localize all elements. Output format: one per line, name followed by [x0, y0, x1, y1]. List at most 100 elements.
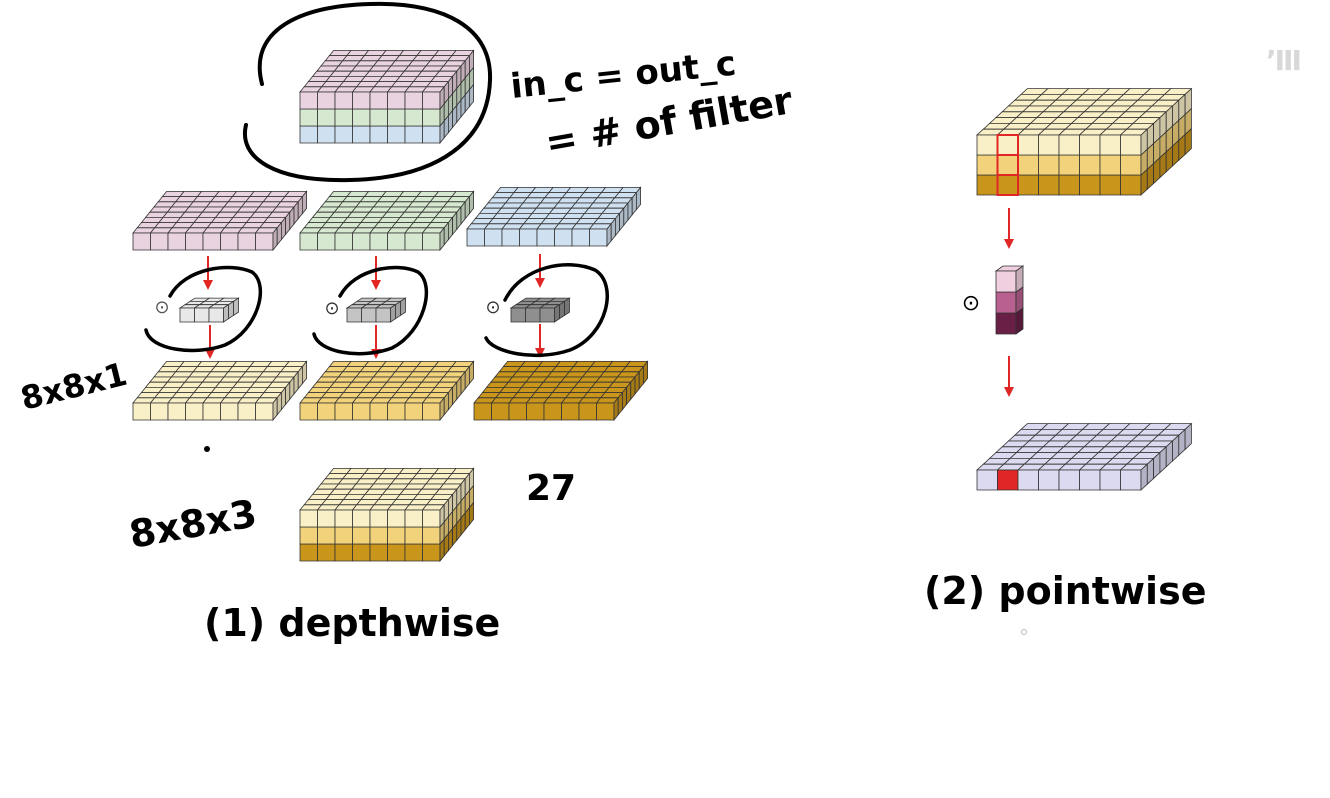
front-cell: [387, 125, 406, 144]
dot-mark: [204, 446, 210, 452]
front-cell: [167, 402, 186, 421]
front-cell: [299, 125, 318, 144]
side-cell: [228, 300, 234, 320]
front-cell: [255, 402, 274, 421]
small-dot-mark: [1021, 629, 1027, 635]
front-cell: [387, 402, 406, 421]
front-cell: [220, 232, 239, 251]
front-cell: [387, 91, 406, 110]
side-cell: [301, 360, 308, 385]
front-cell: [369, 543, 388, 562]
front-cell: [317, 543, 336, 562]
pointwise-filter-1x1x3: [994, 265, 1025, 335]
front-cell: [571, 228, 590, 247]
operator-symbol-1: ⊙: [154, 297, 169, 318]
front-cell: [194, 307, 210, 323]
front-cell: [1017, 134, 1039, 156]
side-cell: [559, 300, 565, 320]
side-cell: [468, 190, 475, 215]
front-cell: [539, 307, 555, 323]
elementwise-operators: ⊙ ⊙ ⊙ ⊙: [154, 291, 980, 319]
front-cell: [202, 402, 221, 421]
front-cell: [375, 307, 391, 323]
single-map-size-note: 8x8x1: [17, 355, 131, 418]
front-cell: [299, 543, 318, 562]
front-cell: [132, 402, 151, 421]
front-cell: [334, 232, 353, 251]
side-cell: [468, 49, 475, 74]
front-cell: [1079, 469, 1101, 491]
front-cell: [484, 228, 503, 247]
depthwise-output-stack: [299, 467, 475, 563]
front-cell: [1038, 134, 1060, 156]
front-cell: [1099, 469, 1121, 491]
side-cell: [636, 186, 641, 211]
operator-symbol-3: ⊙: [485, 297, 500, 318]
front-cell: [1120, 134, 1142, 156]
front-cell: [299, 526, 318, 545]
front-cell: [317, 402, 336, 421]
front-cell: [369, 108, 388, 127]
front-cell: [220, 402, 239, 421]
front-cell: [334, 402, 353, 421]
count-note: 27: [526, 468, 576, 509]
front-cell: [387, 543, 406, 562]
front-cell: [422, 108, 441, 127]
front-cell: [404, 509, 423, 528]
front-cell: [1120, 469, 1142, 491]
front-cell: [202, 232, 221, 251]
input-tensor-stack: [299, 49, 475, 145]
front-cell: [995, 270, 1017, 293]
front-cell: [1017, 174, 1039, 196]
side-cell: [233, 297, 239, 317]
depthwise-label: (1) depthwise: [204, 601, 500, 645]
front-cell: [519, 228, 538, 247]
depthwise-output-plane-3: [473, 360, 649, 422]
front-cell: [404, 402, 423, 421]
front-cell: [466, 228, 485, 247]
front-cell: [589, 228, 608, 247]
depthwise-output-plane-2: [299, 360, 475, 422]
front-cell: [361, 307, 377, 323]
front-cell: [422, 543, 441, 562]
front-cell: [352, 108, 371, 127]
front-cell: [150, 402, 169, 421]
stacked-size-note: 8x8x3: [126, 491, 260, 557]
front-cell: [150, 232, 169, 251]
front-cell: [422, 125, 441, 144]
front-cell: [422, 526, 441, 545]
front-cell: [997, 174, 1019, 196]
front-cell: [237, 402, 256, 421]
front-cell: [404, 543, 423, 562]
channel-plane-2: [299, 190, 475, 252]
front-cell: [422, 232, 441, 251]
operator-symbol-2: ⊙: [324, 298, 339, 319]
front-cell: [995, 312, 1017, 335]
front-cell: [1058, 154, 1080, 176]
front-cell: [404, 91, 423, 110]
front-cell: [334, 91, 353, 110]
front-cell: [422, 91, 441, 110]
front-cell: [1058, 134, 1080, 156]
front-cell: [561, 402, 580, 421]
front-cell: [299, 232, 318, 251]
front-cell: [543, 402, 562, 421]
front-cell: [369, 232, 388, 251]
front-cell: [510, 307, 526, 323]
front-cell: [387, 232, 406, 251]
side-cell: [301, 190, 308, 215]
depthwise-kernel-2: [345, 297, 407, 323]
front-cell: [1017, 154, 1039, 176]
front-cell: [317, 91, 336, 110]
front-cell: [334, 108, 353, 127]
front-cell: [334, 543, 353, 562]
kernel-3-circle: [484, 263, 609, 358]
front-cell: [1038, 174, 1060, 196]
front-cell: [369, 91, 388, 110]
front-cell: [387, 509, 406, 528]
side-cell: [564, 297, 570, 317]
kernel-circle-annotations: [144, 263, 609, 358]
front-cell: [352, 402, 371, 421]
front-cell: [1079, 154, 1101, 176]
